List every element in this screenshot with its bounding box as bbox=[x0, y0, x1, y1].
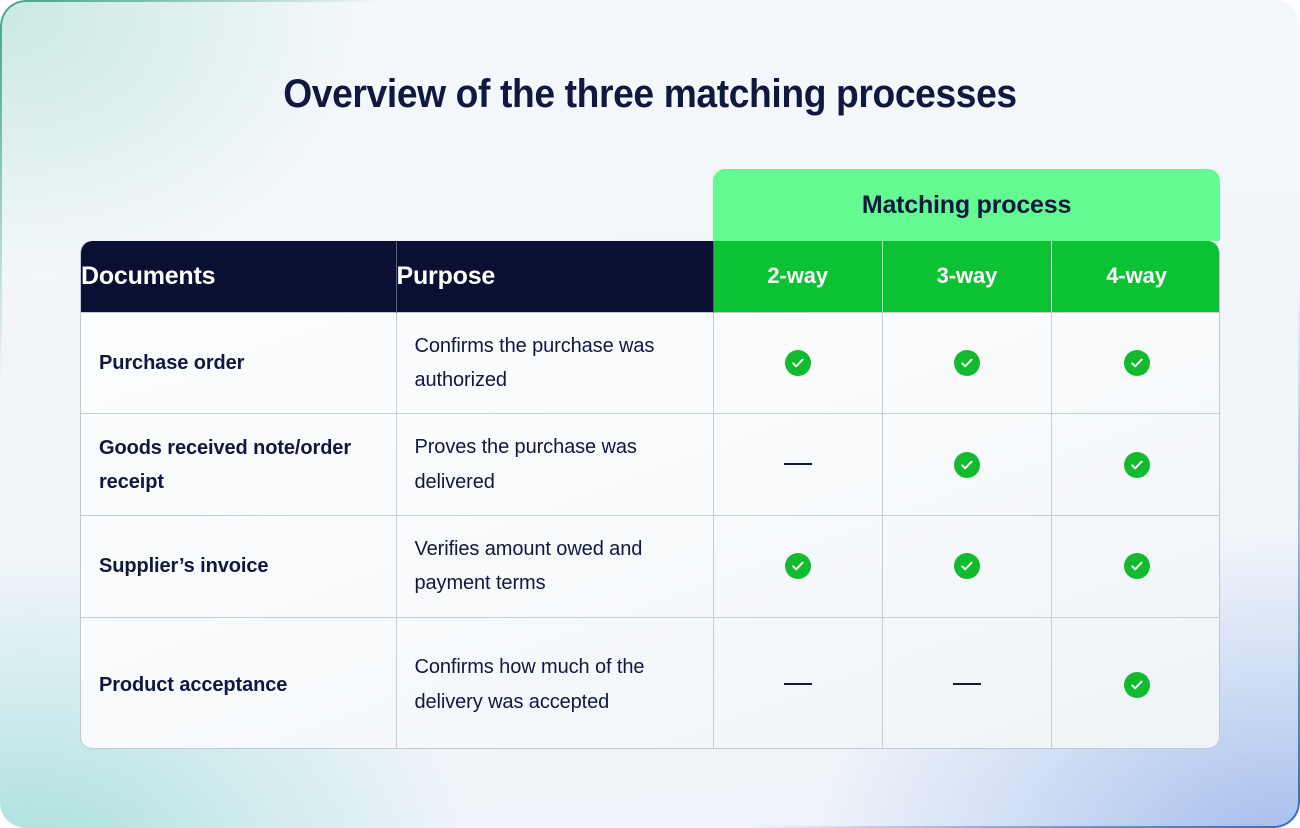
matching-processes-table-container: Documents Purpose 2-way 3-way 4-way Purc… bbox=[80, 241, 1220, 749]
cell-purpose: Proves the purchase was delivered bbox=[396, 413, 714, 516]
cell-4-way bbox=[1051, 515, 1219, 618]
check-icon bbox=[784, 553, 811, 580]
column-header-3-way: 3-way bbox=[882, 241, 1053, 312]
cell-document: Supplier’s invoice bbox=[81, 515, 397, 618]
dash-icon bbox=[952, 683, 981, 686]
cell-3-way bbox=[882, 311, 1053, 414]
cell-2-way bbox=[713, 413, 883, 516]
mark-2-way bbox=[784, 349, 811, 376]
cell-purpose: Confirms how much of the delivery was ac… bbox=[396, 616, 714, 748]
table-row: Product acceptance Confirms how much of … bbox=[81, 616, 1219, 748]
mark-3-way bbox=[952, 676, 981, 693]
matching-processes-table: Documents Purpose 2-way 3-way 4-way Purc… bbox=[81, 241, 1219, 748]
cell-document: Goods received note/order receipt bbox=[81, 413, 397, 516]
check-icon bbox=[953, 451, 980, 478]
check-icon bbox=[784, 349, 811, 376]
mark-4-way bbox=[1123, 671, 1150, 698]
mark-4-way bbox=[1123, 553, 1150, 580]
check-icon bbox=[953, 553, 980, 580]
cell-purpose: Verifies amount owed and payment terms bbox=[396, 515, 714, 618]
table-header-row: Documents Purpose 2-way 3-way 4-way bbox=[81, 241, 1219, 312]
page-title: Overview of the three matching processes bbox=[283, 72, 1017, 116]
cell-3-way bbox=[882, 413, 1053, 516]
table-row: Purchase order Confirms the purchase was… bbox=[81, 311, 1219, 414]
cell-document: Purchase order bbox=[81, 311, 397, 414]
cell-2-way bbox=[713, 616, 883, 748]
cell-4-way bbox=[1051, 616, 1219, 748]
mark-3-way bbox=[953, 349, 980, 376]
check-icon bbox=[953, 349, 980, 376]
check-icon bbox=[1123, 451, 1150, 478]
check-icon bbox=[1123, 553, 1150, 580]
cell-4-way bbox=[1051, 311, 1219, 414]
column-header-4-way: 4-way bbox=[1051, 241, 1219, 312]
column-header-documents: Documents bbox=[81, 241, 397, 312]
check-icon bbox=[1123, 349, 1150, 376]
table-header: Documents Purpose 2-way 3-way 4-way bbox=[81, 241, 1219, 312]
matching-process-group-header: Matching process bbox=[713, 169, 1220, 241]
mark-2-way bbox=[783, 456, 812, 473]
cell-purpose: Confirms the purchase was authorized bbox=[396, 311, 714, 414]
cell-3-way bbox=[882, 515, 1053, 618]
table-body: Purchase order Confirms the purchase was… bbox=[81, 311, 1219, 748]
table-row: Goods received note/order receipt Proves… bbox=[81, 413, 1219, 516]
check-icon bbox=[1123, 671, 1150, 698]
cell-4-way bbox=[1051, 413, 1219, 516]
dash-icon bbox=[783, 463, 812, 466]
mark-2-way bbox=[784, 553, 811, 580]
mark-3-way bbox=[953, 553, 980, 580]
cell-document: Product acceptance bbox=[81, 616, 397, 748]
mark-2-way bbox=[783, 676, 812, 693]
cell-3-way bbox=[882, 616, 1053, 748]
mark-4-way bbox=[1123, 451, 1150, 478]
cell-2-way bbox=[713, 311, 883, 414]
cell-2-way bbox=[713, 515, 883, 618]
table-row: Supplier’s invoice Verifies amount owed … bbox=[81, 515, 1219, 618]
mark-4-way bbox=[1123, 349, 1150, 376]
dash-icon bbox=[783, 683, 812, 686]
mark-3-way bbox=[953, 451, 980, 478]
column-header-purpose: Purpose bbox=[396, 241, 714, 312]
column-header-2-way: 2-way bbox=[713, 241, 883, 312]
